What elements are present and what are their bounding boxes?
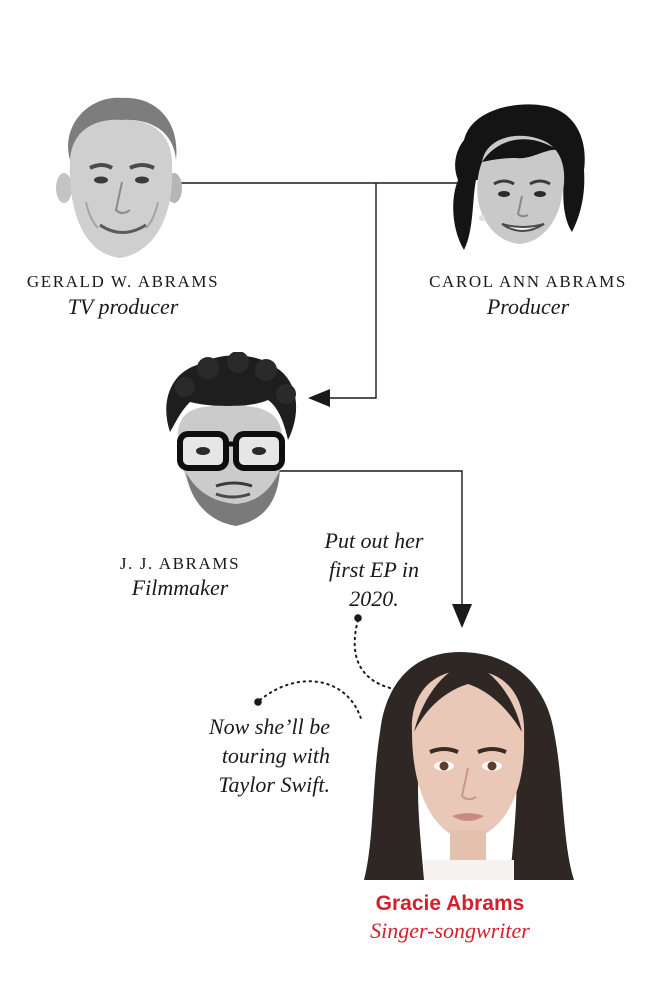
carol-portrait: [446, 100, 590, 255]
jj-name: J. J. ABRAMS: [119, 554, 241, 573]
gerald-name: GERALD W. ABRAMS: [26, 272, 220, 291]
ep-pointer-dot: [354, 614, 362, 622]
gracie-portrait: [364, 652, 574, 880]
jj-role: Filmmaker: [131, 575, 229, 600]
carol-role: Producer: [486, 294, 570, 319]
tour-annotation-pointer: [259, 680, 363, 723]
arrowhead-to-gracie: [452, 604, 472, 628]
parents-to-jj-connector: [322, 183, 377, 399]
gerald-role: TV producer: [67, 294, 179, 319]
ep-annotation-pointer: [353, 619, 391, 689]
gracie-role: Singer-songwriter: [370, 918, 530, 943]
carol-name: CAROL ANN ABRAMS: [429, 272, 627, 291]
tour-pointer-dot: [254, 698, 262, 706]
ep-annotation: Put out her first EP in 2020.: [324, 528, 424, 611]
arrowhead-to-jj: [308, 389, 330, 407]
jj-portrait: [160, 352, 300, 537]
gerald-portrait: [50, 90, 186, 265]
gracie-name: Gracie Abrams: [375, 892, 525, 915]
jj-to-gracie-connector: [272, 470, 463, 612]
tour-annotation: Now she’ll be touring with Taylor Swift.: [209, 714, 330, 797]
